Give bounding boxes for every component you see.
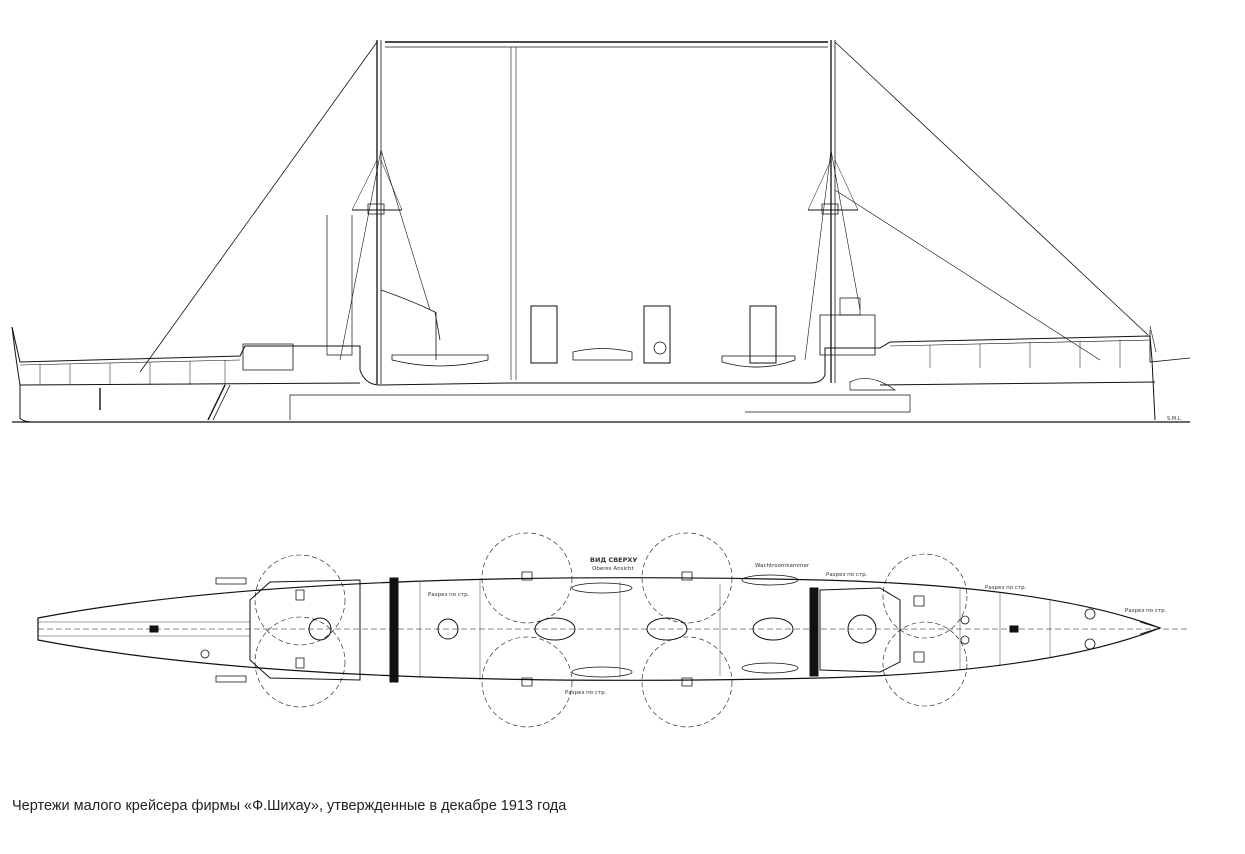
plan-title-de: Oberes Ansicht bbox=[592, 566, 634, 572]
plan-label-3: Разрез по стр. bbox=[985, 585, 1027, 591]
plan-label-6: Разрез по стр. bbox=[565, 690, 607, 696]
plan-label-4: Разрез по стр. bbox=[1125, 608, 1167, 614]
figure-caption: Чертежи малого крейсера фирмы «Ф.Шихау»,… bbox=[12, 798, 567, 814]
side-elevation-view bbox=[12, 40, 1190, 422]
plan-label-5: Разрез по стр. bbox=[428, 592, 470, 598]
plan-label-1: Wachtroomkammer bbox=[755, 563, 810, 569]
plan-view bbox=[38, 533, 1190, 727]
signature: S.M.L. bbox=[1167, 416, 1183, 422]
plan-label-2: Разрез по стр. bbox=[826, 572, 868, 578]
plan-title-ru: ВИД СВЕРХУ bbox=[590, 556, 638, 564]
